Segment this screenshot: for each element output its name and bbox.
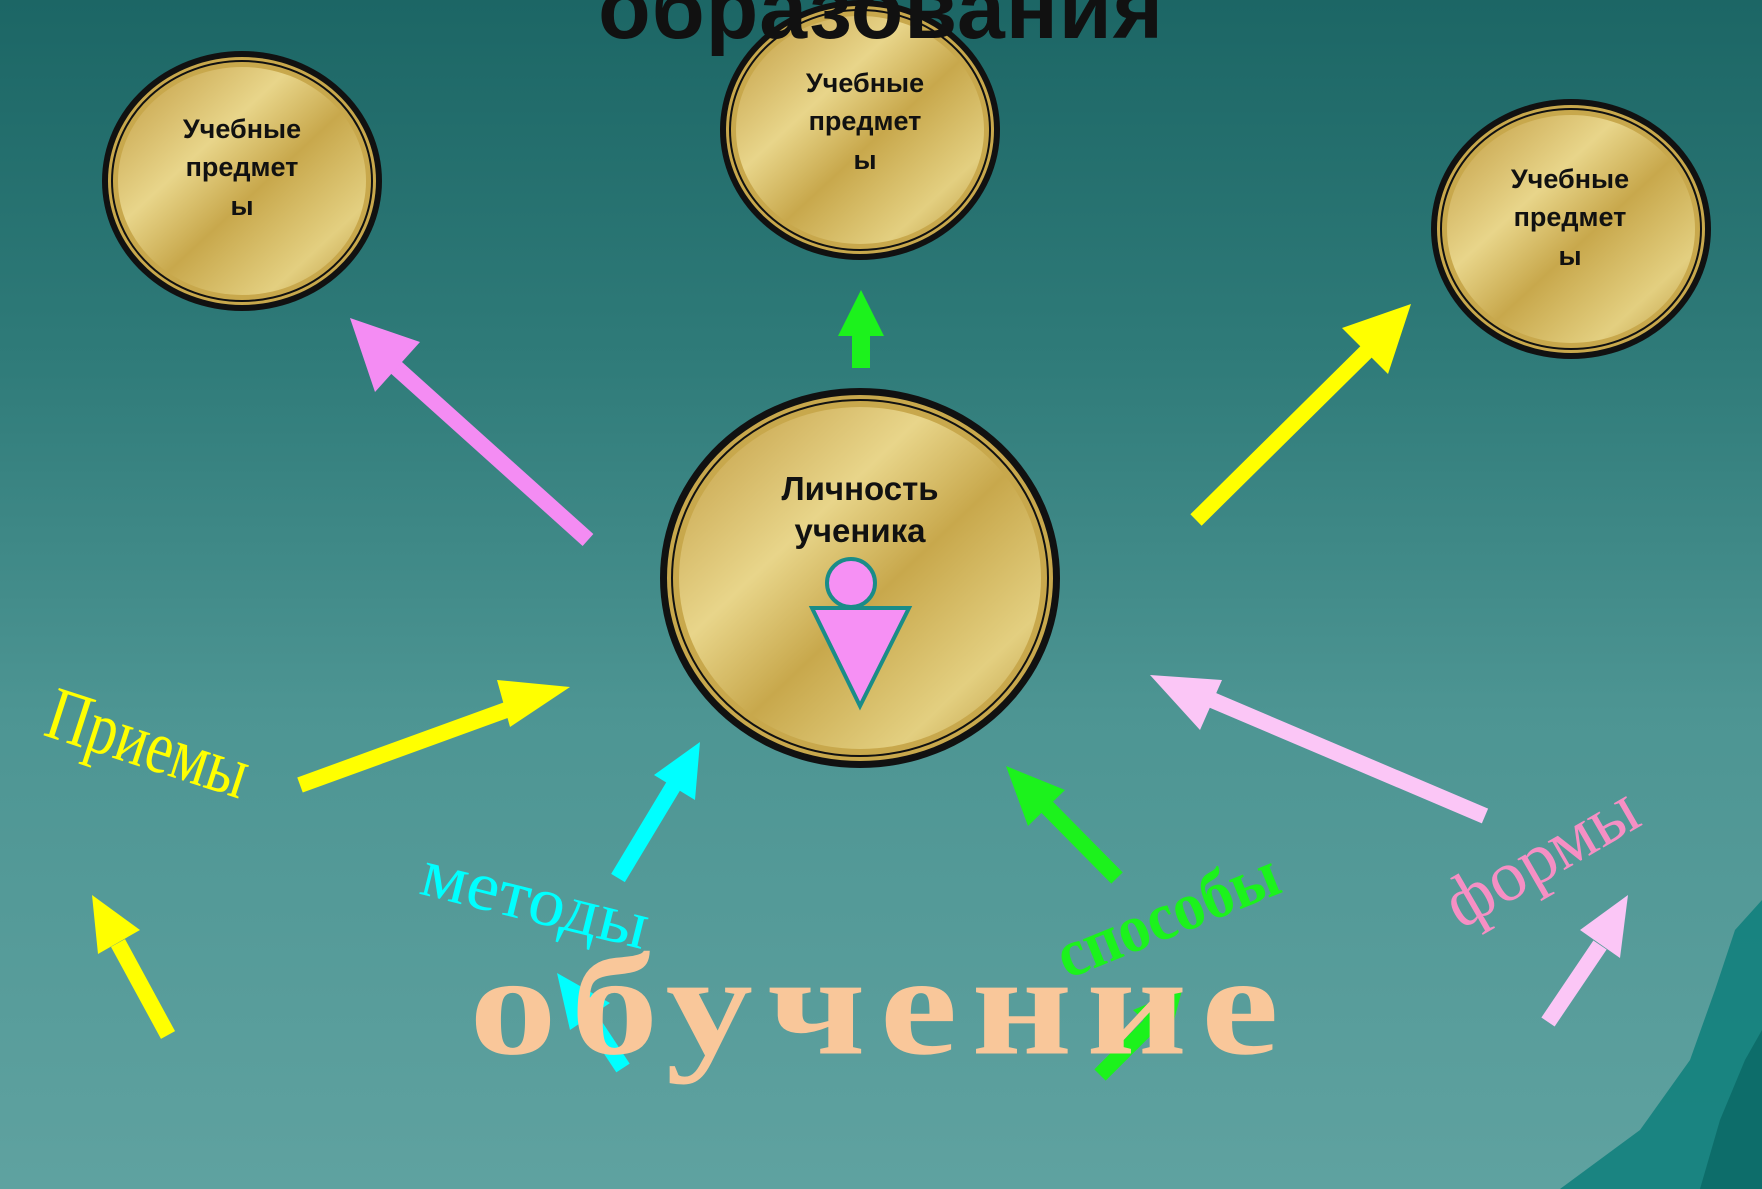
subject-label-line: ы (1485, 237, 1655, 275)
word-obuchenie: обучение (0, 923, 1762, 1088)
center-label: Личность ученика (730, 468, 990, 552)
page-title: образования (0, 0, 1762, 59)
subject-label-line: предмет (1485, 198, 1655, 236)
center-label-line2: ученика (730, 510, 990, 552)
subject-label-line: предмет (157, 148, 327, 186)
subject-label-line: Учебные (157, 110, 327, 148)
arrow-to-top-subject (838, 290, 884, 368)
subject-label-line: Учебные (1485, 160, 1655, 198)
subject-label-left: Учебные предмет ы (157, 110, 327, 225)
subject-label-line: предмет (780, 102, 950, 140)
arrow-sposoby-to-center (1006, 766, 1117, 878)
subject-label-line: ы (157, 187, 327, 225)
subject-label-line: Учебные (780, 64, 950, 102)
arrow-priemy-to-center (300, 680, 570, 785)
subject-label-right: Учебные предмет ы (1485, 160, 1655, 275)
subject-label-line: ы (780, 141, 950, 179)
center-label-line1: Личность (730, 468, 990, 510)
arrow-to-left-subject (350, 318, 588, 540)
subject-label-top: Учебные предмет ы (780, 64, 950, 179)
arrow-metody-to-center (618, 742, 700, 878)
arrow-to-right-subject (1196, 304, 1411, 520)
arrow-formy-to-center (1150, 675, 1485, 816)
